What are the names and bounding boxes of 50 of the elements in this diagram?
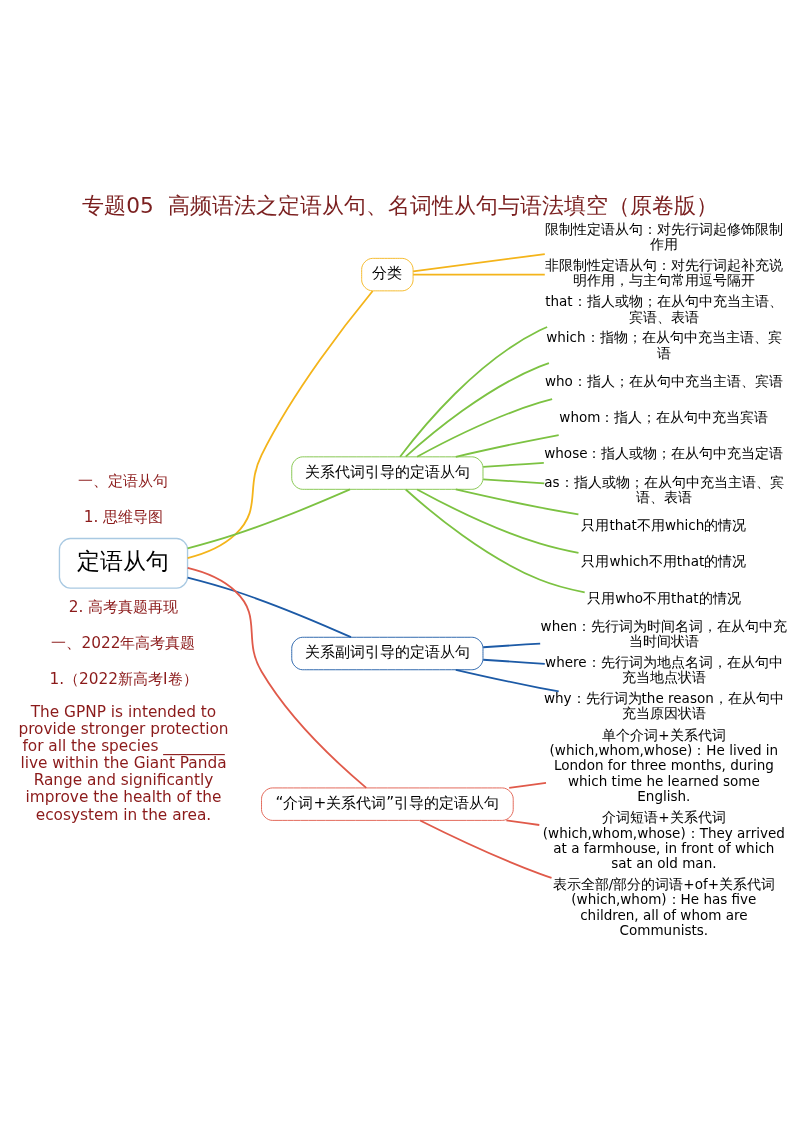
node-text: 非限制性定语从句：对先行词起补充说明作用，与主句常用逗号隔开: [544, 257, 783, 289]
node-text: where：先行词为地点名词，在从句中充当地点状语: [545, 654, 783, 686]
connector: [399, 326, 549, 458]
connector: [186, 576, 352, 639]
node-text: 只用which不用that的情况: [581, 553, 747, 570]
label: 一、定语从句: [78, 471, 169, 490]
node-text: 表示全部/部分的词语+of+关系代词(which,whom)：He has five children, all of whom are Communists.: [552, 875, 775, 938]
node-text: that：指人或物；在从句中充当主语、宾语、表语: [545, 293, 783, 325]
node-box: 关系副词引导的定语从句: [291, 636, 484, 671]
connector: [416, 488, 580, 554]
connector: [412, 253, 546, 273]
node-text: 只用who不用that的情况: [587, 589, 741, 606]
connector: [482, 461, 545, 468]
label: 1.（2022新高考I卷）: [49, 670, 198, 689]
label: 1. 思维导图: [83, 507, 164, 526]
label: The GPNP is intended to provide stronger protection for all the species ________ live within the Giant Panda Range and significantly improve the health of the ecosystem in the area.: [18, 702, 229, 824]
connector: [186, 488, 351, 550]
node-text: why：先行词为the reason，在从句中充当原因状语: [543, 690, 784, 722]
node-text: 单个介词+关系代词(which,whom,whose)：He lived in London for three months, during which time he learned some English.: [549, 726, 779, 805]
node-text: when：先行词为时间名词，在从句中充当时间状语: [540, 617, 788, 650]
connector: [454, 488, 580, 516]
connector: [412, 273, 546, 276]
connector: [482, 658, 546, 665]
connector: [416, 398, 553, 458]
node-box: 分类: [361, 257, 414, 292]
connector: [482, 642, 542, 649]
node-text: as：指人或物；在从句中充当主语、宾语、表语: [544, 473, 784, 505]
node-text: 只用that不用which的情况: [581, 517, 747, 534]
connector: [508, 782, 547, 789]
node-text: 介词短语+关系代词(which,whom,whose)：They arrived at a farmhouse, in front of which sat an old man.: [542, 809, 785, 872]
node-text: whose：指人或物；在从句中充当定语: [544, 445, 784, 462]
node-box: 关系代词引导的定语从句: [291, 456, 484, 490]
connector: [404, 362, 550, 458]
connector: [186, 290, 374, 559]
label: 一、2022年高考真题: [51, 634, 196, 653]
node-text: 限制性定语从句：对先行词起修饰限制作用: [544, 221, 783, 253]
node-text: which：指物；在从句中充当主语、宾语: [546, 329, 782, 361]
connector: [419, 819, 553, 879]
connector: [454, 668, 560, 693]
node-box: 定语从句: [58, 537, 189, 589]
node-box: “介词+关系代词”引导的定语从句: [261, 787, 514, 821]
diagram-title: 专题05 高频语法之定语从句、名词性从句与语法填空（原卷版）: [82, 192, 718, 218]
node-text: who：指人；在从句中充当主语、宾语: [544, 373, 783, 390]
connector: [505, 819, 541, 826]
label: 2. 高考真题再现: [68, 598, 179, 617]
connector: [404, 488, 586, 594]
connector: [482, 478, 546, 485]
connector: [454, 434, 560, 458]
connector: [186, 567, 368, 789]
node-text: whom：指人；在从句中充当宾语: [559, 409, 769, 426]
